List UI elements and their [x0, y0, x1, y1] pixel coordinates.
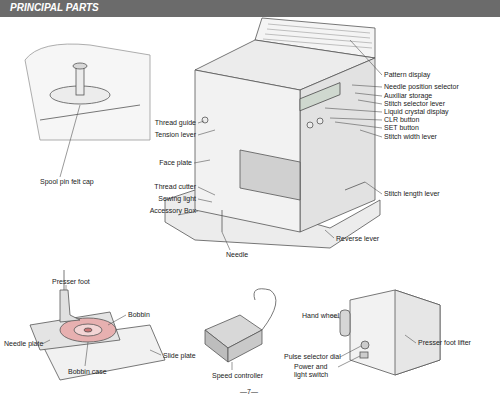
part-label: Thread cutter [154, 183, 196, 191]
part-label: Needle [226, 251, 248, 259]
part-label: Accessory Box [150, 207, 196, 215]
part-label: Slide plate [163, 352, 196, 360]
leader-lines [60, 40, 382, 250]
part-label: Sewing light [158, 195, 196, 203]
part-label: Pulse selector dial [284, 353, 341, 361]
part-label: Stitch width lever [384, 133, 437, 141]
spool-pin-inset [25, 44, 150, 140]
part-label: Stitch length lever [384, 190, 440, 198]
part-label: Face plate [159, 159, 192, 167]
part-label: Presser foot lifter [418, 339, 471, 347]
part-label: Bobbin case [68, 368, 107, 376]
page-title: PRINCIPAL PARTS [10, 2, 99, 13]
part-label: Presser foot [52, 278, 90, 286]
part-label: Bobbin [128, 311, 150, 319]
side-view-machine [332, 290, 440, 375]
part-label: CLR button [384, 116, 419, 124]
part-label: Auxiliar storage [384, 92, 432, 100]
part-label: Speed controller [212, 372, 263, 380]
part-label: Reverse lever [336, 235, 379, 243]
part-label: Tension lever [155, 131, 196, 139]
part-label: Hand wheel [302, 312, 339, 320]
part-label: Needle plate [4, 340, 43, 348]
part-label: SET button [384, 124, 419, 132]
speed-controller [205, 289, 276, 370]
header-band [0, 0, 500, 17]
part-label: Stitch selector lever [384, 100, 445, 108]
part-label: Spool pin felt cap [40, 178, 94, 186]
part-label: Liquid crystal display [384, 108, 449, 116]
sewing-machine [165, 18, 380, 248]
part-label: Thread guide [155, 119, 196, 127]
part-label: Power and light switch [294, 363, 336, 379]
page-number: —7— [240, 388, 258, 396]
part-label: Pattern display [384, 71, 430, 79]
part-label: Needle position selector [384, 83, 459, 91]
bobbin-area [30, 270, 165, 380]
